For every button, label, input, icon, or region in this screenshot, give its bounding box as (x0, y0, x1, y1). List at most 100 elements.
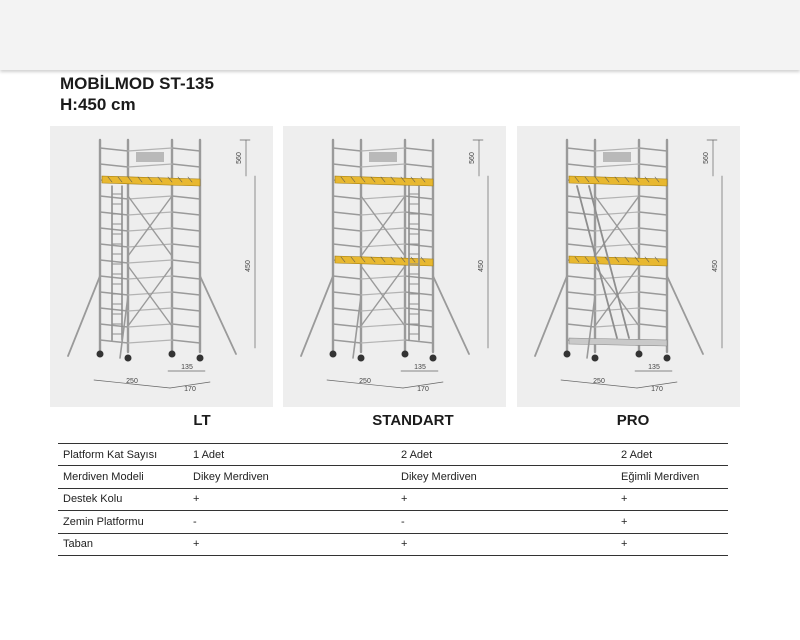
platform-grid (340, 176, 346, 183)
platform-grid (390, 256, 396, 263)
dimension-height-top: 560 (703, 152, 710, 164)
rung (404, 163, 434, 168)
rung (127, 227, 173, 232)
row-label: Taban (58, 533, 193, 556)
cell-standart: - (401, 510, 621, 534)
rung (99, 275, 129, 280)
model-name-standart: STANDART (372, 412, 454, 429)
rung (99, 227, 129, 232)
outrigger (119, 295, 129, 359)
rung (638, 147, 668, 152)
outrigger (300, 275, 334, 357)
platform-grid (350, 256, 356, 263)
platform-grid (390, 176, 396, 183)
title-height: H:450 cm (60, 95, 136, 114)
rung (566, 195, 596, 200)
platform-grid (187, 176, 193, 183)
rung (171, 323, 201, 328)
page-title: MOBİLMOD ST-135 H:450 cm (60, 73, 214, 115)
wheel (663, 354, 671, 362)
wheel (329, 350, 337, 358)
platform-grid (574, 176, 580, 183)
rung (171, 339, 201, 344)
row-label: Platform Kat Sayısı (58, 442, 193, 467)
rung (99, 307, 129, 312)
rung (99, 147, 129, 152)
outrigger (432, 275, 470, 355)
platform-grid (654, 176, 660, 183)
dimension-depth: 135 (648, 364, 660, 371)
rung (566, 163, 596, 168)
platform-grid (410, 256, 416, 263)
rung (171, 307, 201, 312)
rung (127, 339, 173, 344)
table-row: Taban + + + (58, 533, 728, 556)
rung (360, 323, 406, 328)
rung (99, 195, 129, 200)
rung (360, 227, 406, 232)
rung (638, 195, 668, 200)
cell-standart: + (401, 488, 621, 512)
platform-grid (177, 176, 183, 183)
rung (638, 163, 668, 168)
cell-lt: 1 Adet (193, 442, 401, 467)
platform-grid (614, 176, 620, 183)
platform-grid (410, 176, 416, 183)
rung (566, 227, 596, 232)
wheel (168, 350, 176, 358)
row-label: Destek Kolu (58, 488, 193, 512)
rung (360, 275, 406, 280)
rung (127, 195, 173, 200)
rung (360, 195, 406, 200)
row-label: Zemin Platformu (58, 510, 193, 534)
outrigger (199, 275, 237, 355)
table-row: Platform Kat Sayısı 1 Adet 2 Adet 2 Adet (58, 442, 728, 467)
outrigger (666, 275, 704, 355)
wheel (124, 354, 132, 362)
outrigger (67, 275, 101, 357)
platform-grid (380, 176, 386, 183)
dimension-height-platform: 450 (478, 260, 485, 272)
rung (638, 307, 668, 312)
dimension-height-platform: 450 (712, 260, 719, 272)
cell-pro: + (621, 488, 728, 512)
platform-grid (604, 176, 610, 183)
cell-standart: + (401, 533, 621, 556)
rung (638, 275, 668, 280)
rung (171, 259, 201, 264)
platform-grid (634, 256, 640, 263)
platform-grid (644, 256, 650, 263)
platform-grid (370, 256, 376, 263)
rung (332, 339, 362, 344)
rung (566, 243, 596, 248)
platform-grid (157, 176, 163, 183)
platform-grid (584, 176, 590, 183)
rung (127, 275, 173, 280)
rung (332, 147, 362, 152)
rung (360, 163, 406, 168)
rung (566, 147, 596, 152)
rung (360, 307, 406, 312)
platform-grid (400, 176, 406, 183)
rung (171, 211, 201, 216)
rung (566, 291, 596, 296)
rung (360, 291, 406, 296)
rung (404, 339, 434, 344)
rung (127, 163, 173, 168)
wheel (196, 354, 204, 362)
rung (171, 227, 201, 232)
rung (332, 307, 362, 312)
dimension-width-long: 250 (593, 378, 605, 385)
toe-board (603, 152, 631, 162)
cell-standart: Dikey Merdiven (401, 465, 621, 489)
rung (594, 195, 640, 200)
wheel (635, 350, 643, 358)
top-bar (0, 0, 800, 70)
rung (638, 211, 668, 216)
platform-grid (420, 256, 426, 263)
rung (99, 163, 129, 168)
rung (594, 163, 640, 168)
outrigger (352, 295, 362, 359)
dimension-width-short: 170 (417, 386, 429, 393)
